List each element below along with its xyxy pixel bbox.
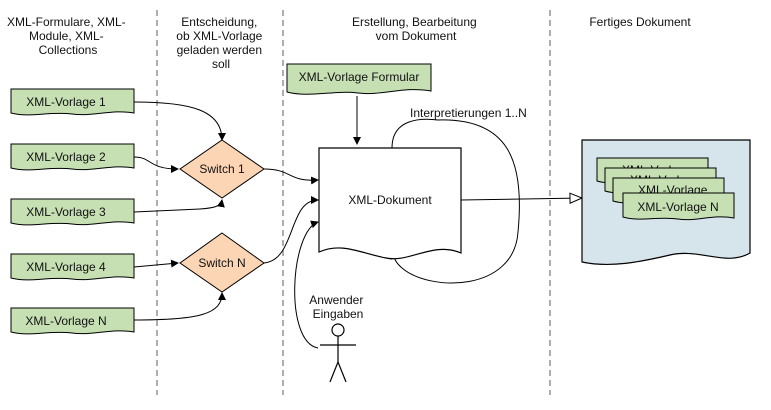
column-heading-decision: Entscheidung, ob XML-Vorlage geladen wer…: [176, 15, 265, 71]
column-heading-final: Fertiges Dokument: [589, 15, 691, 29]
switch-1[interactable]: Switch 1: [179, 139, 265, 199]
xml-document-shape: [318, 147, 462, 260]
column-heading-final-line: Fertiges Dokument: [589, 15, 691, 29]
connector-template3-switch1: [133, 199, 225, 213]
form-template-shape: [286, 63, 432, 95]
connector-user-document: [294, 220, 319, 349]
user-input-label-line: Anwender: [309, 293, 363, 307]
template-n-shape: [10, 307, 135, 335]
connector-template2-switch1: [133, 156, 179, 173]
column-heading-sources: XML-Formulare, XML- Module, XML- Collect…: [7, 15, 129, 57]
template-4[interactable]: XML-Vorlage 4: [10, 253, 135, 281]
connector-switchN-document: [263, 196, 319, 264]
template-1[interactable]: XML-Vorlage 1: [10, 88, 135, 116]
switch-1-label: Switch 1: [199, 162, 245, 176]
user-icon-leg-left: [329, 361, 339, 383]
template-3-label: XML-Vorlage 3: [26, 205, 106, 219]
final-document: XML-Vorlage XML-Vorlage XML-Vorlage XML-…: [581, 139, 751, 266]
template-1-shape: [10, 88, 135, 116]
column-heading-sources-line: XML-Formulare, XML-: [7, 15, 126, 29]
switch-n-label: Switch N: [198, 256, 245, 270]
template-3-shape: [10, 198, 135, 226]
connector-template4-switchN: [133, 259, 179, 268]
form-template[interactable]: XML-Vorlage Formular: [286, 63, 432, 95]
connectors: [133, 96, 582, 349]
connector-document-final: [460, 198, 582, 200]
connector-templateN-switchN: [133, 292, 226, 321]
final-document-stack: XML-Vorlage XML-Vorlage XML-Vorlage XML-…: [596, 157, 735, 221]
stacked-template-front-label: XML-Vorlage N: [637, 200, 718, 214]
column-heading-decision-line: geladen werden: [177, 43, 262, 57]
interpretations-label: Interpretierungen 1..N: [410, 106, 527, 120]
template-2[interactable]: XML-Vorlage 2: [10, 143, 135, 171]
user-input-label: Anwender Eingaben: [309, 293, 366, 321]
template-4-label: XML-Vorlage 4: [26, 260, 106, 274]
column-heading-decision-line: Entscheidung,: [181, 15, 257, 29]
template-n[interactable]: XML-Vorlage N: [10, 307, 135, 335]
template-n-label: XML-Vorlage N: [25, 314, 106, 328]
user-icon: [320, 323, 356, 383]
lane-separators: [156, 10, 551, 395]
template-1-label: XML-Vorlage 1: [26, 95, 106, 109]
xml-document[interactable]: XML-Dokument: [318, 147, 462, 260]
template-4-shape: [10, 253, 135, 281]
template-2-shape: [10, 143, 135, 171]
connector-switch1-document: [263, 168, 319, 185]
column-heading-sources-line: Collections: [39, 43, 98, 57]
connector-template1-switch1: [133, 101, 226, 141]
form-template-label: XML-Vorlage Formular: [299, 70, 420, 84]
column-heading-editing-line: Erstellung, Bearbeitung: [352, 15, 477, 29]
connector-interpretation-loop: [390, 118, 520, 284]
column-heading-editing: Erstellung, Bearbeitung vom Dokument: [352, 15, 480, 43]
column-heading-sources-line: Module, XML-: [29, 29, 104, 43]
column-heading-editing-line: vom Dokument: [376, 29, 457, 43]
switch-n-shape: [179, 232, 265, 293]
template-3[interactable]: XML-Vorlage 3: [10, 198, 135, 226]
column-heading-decision-line: ob XML-Vorlage: [176, 29, 262, 43]
xml-document-label: XML-Dokument: [348, 193, 432, 207]
user-input-label-line: Eingaben: [313, 307, 364, 321]
column-heading-decision-line: soll: [212, 57, 230, 71]
switch-n[interactable]: Switch N: [179, 232, 265, 293]
stacked-template-front: [622, 192, 735, 221]
switch-1-shape: [179, 139, 265, 199]
user-icon-head: [331, 323, 345, 337]
user-icon-leg-right: [337, 361, 347, 383]
template-2-label: XML-Vorlage 2: [26, 150, 106, 164]
